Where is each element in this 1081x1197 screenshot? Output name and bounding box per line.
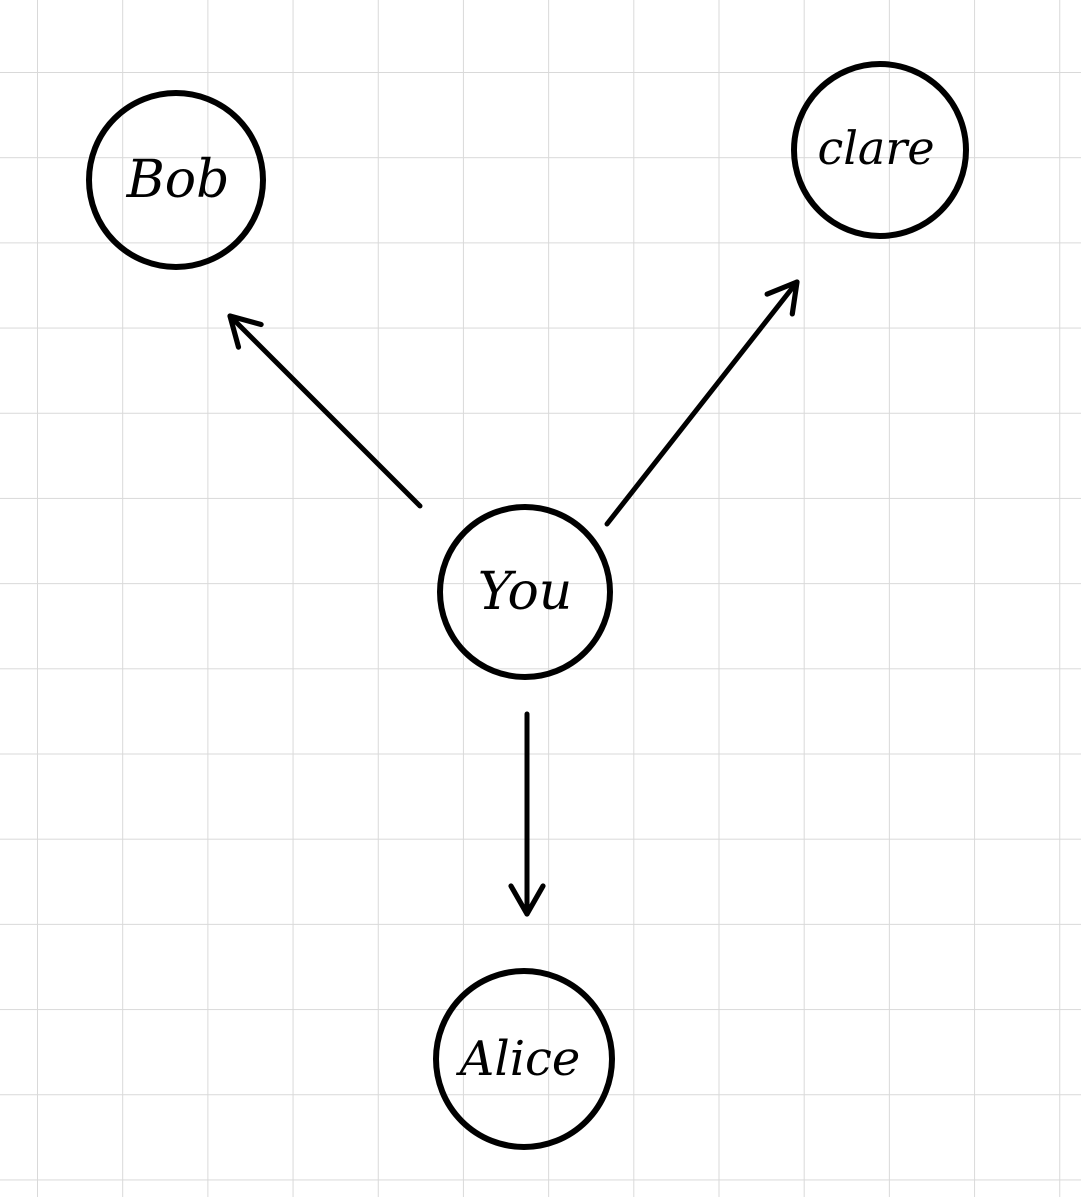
arrow-you-to-clare — [604, 279, 800, 527]
node-bob-circle — [86, 90, 266, 270]
node-clare-circle — [791, 61, 969, 239]
node-bob-label: Bob — [126, 150, 230, 210]
node-alice-label: Alice — [456, 1031, 581, 1087]
node-you-circle — [437, 504, 613, 680]
node-clare-label: clare — [817, 121, 934, 175]
node-bob: Bob — [86, 90, 266, 270]
node-clare: clare — [791, 61, 969, 239]
node-you: You — [437, 504, 613, 680]
node-you-label: You — [478, 562, 573, 622]
node-alice: Alice — [433, 968, 615, 1150]
edge-you-to-clare — [604, 279, 800, 527]
arrow-you-to-bob — [227, 313, 423, 509]
node-alice-circle — [433, 968, 615, 1150]
edge-you-to-bob — [227, 313, 423, 509]
